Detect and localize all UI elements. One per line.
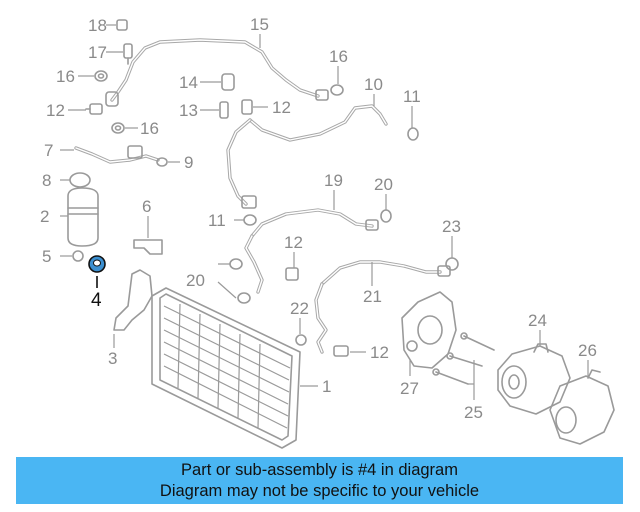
banner-line-part: Part or sub-assembly is #4 in diagram [181,461,458,479]
part-9-o-ring [156,157,168,167]
part-1-condenser [151,287,301,449]
part-2-drier [67,187,99,247]
part-12-switch-c [285,267,299,281]
part-20-o-ring-b [229,258,251,304]
callout-13: 13 [179,101,198,120]
ac-hose-10 [226,104,388,209]
callout-16-c: 16 [329,47,348,66]
callout-7: 7 [44,141,53,160]
callout-numbers: 18 17 16 12 16 14 13 12 15 16 10 11 7 9 … [40,15,597,422]
callout-8: 8 [42,171,51,190]
callout-11-b: 11 [208,211,226,230]
part-3-mount-bracket [113,269,153,331]
callout-10: 10 [364,75,383,94]
ac-hose-19 [244,208,379,294]
callout-22: 22 [290,299,309,318]
part-12-switch-d [333,345,349,357]
callout-9: 9 [184,153,193,172]
part-16-o-ring-b [111,122,125,134]
part-24-compressor [497,343,571,415]
callout-3: 3 [108,349,117,368]
part-12-switch-b [241,99,253,115]
ac-hose-15 [105,38,329,107]
callout-2: 2 [40,207,49,226]
callout-4-highlighted: 4 [91,290,102,311]
callout-24: 24 [528,311,547,330]
leader-lines [60,24,589,400]
callout-25: 25 [464,403,483,422]
part-5-o-ring [72,250,84,262]
callout-12-a: 12 [46,101,65,120]
part-4-highlighted [88,255,106,273]
callout-5: 5 [42,247,51,266]
part-13-valve [219,101,229,119]
callout-20-a: 20 [374,175,393,194]
part-6-bracket [133,239,163,255]
callout-12-b: 12 [272,98,291,117]
callout-14: 14 [179,73,198,92]
part-26-compressor-alt [549,369,615,445]
callout-15: 15 [250,15,269,34]
callout-21: 21 [363,287,382,306]
callout-6: 6 [142,197,151,216]
part-18-valve-cap [116,19,128,31]
callout-12-d: 12 [370,343,389,362]
part-27-compressor-bracket [401,291,457,369]
part-11-o-ring-b [243,214,257,226]
part-22-o-ring [295,334,307,346]
callout-17: 17 [88,43,107,62]
part-8-cap [69,172,91,188]
ac-hose-21 [314,260,451,354]
part-17-valve [123,43,133,65]
part-20-o-ring-a [380,209,392,223]
callout-20-b: 20 [186,271,205,290]
callout-11-a: 11 [403,87,421,106]
callout-12-c: 12 [284,233,303,252]
part-23-o-ring [445,257,459,271]
ac-line-7 [74,145,160,164]
callout-18: 18 [88,16,107,35]
callout-26: 26 [578,341,597,360]
callout-16-b: 16 [140,119,159,138]
callout-16-a: 16 [56,67,75,86]
part-14-cap [221,73,235,91]
part-12-switch-a [85,103,103,115]
callout-19: 19 [324,171,343,190]
info-banner: Part or sub-assembly is #4 in diagram Di… [16,457,623,504]
part-11-o-ring-a [407,127,419,141]
callout-23: 23 [442,217,461,236]
callout-27: 27 [400,379,419,398]
parts-diagram: 18 17 16 12 16 14 13 12 15 16 10 11 7 9 … [40,15,615,449]
part-16-o-ring-c [330,84,344,96]
callout-1: 1 [322,377,331,396]
banner-line-disclaimer: Diagram may not be specific to your vehi… [159,482,480,500]
part-16-o-ring-a [94,70,108,82]
part-25-bolts [432,332,495,385]
